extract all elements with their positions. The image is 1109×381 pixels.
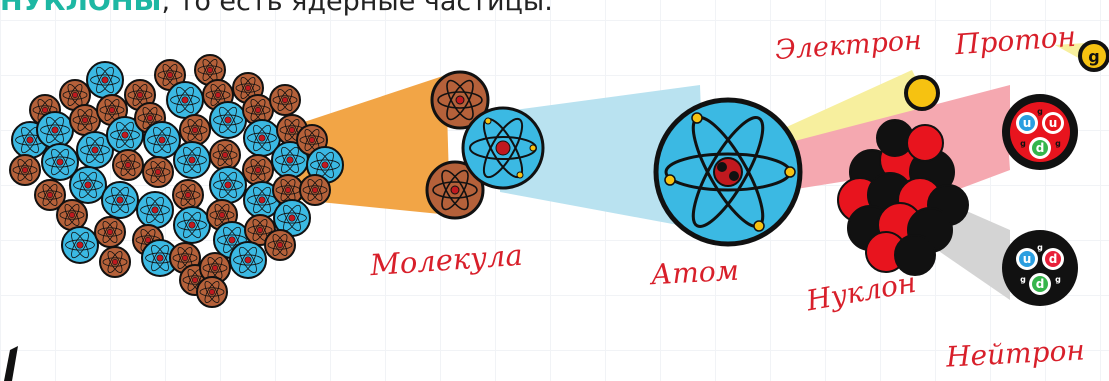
- proton-gluon-3: g: [1055, 139, 1061, 148]
- label-atom: Атом: [650, 254, 739, 292]
- neutron-gluon-3: g: [1055, 275, 1061, 284]
- neutron-gluon-2: g: [1020, 275, 1026, 284]
- proton-gluon-1: g: [1037, 107, 1043, 116]
- electron: [906, 77, 938, 109]
- feather-icon: [4, 346, 18, 381]
- neutron: u d d g g g: [1002, 230, 1078, 306]
- proton-quark-d: d: [1036, 141, 1045, 155]
- proton: u u d g g g: [1002, 94, 1078, 170]
- neutron-quark-u: u: [1023, 252, 1032, 266]
- molecule-cluster: [10, 55, 343, 307]
- proton-gluon-2: g: [1020, 139, 1026, 148]
- proton-quark-u1: u: [1023, 116, 1032, 130]
- atom: [656, 100, 800, 244]
- gluon: g: [1080, 42, 1108, 70]
- proton-quark-u2: u: [1049, 116, 1058, 130]
- neutron-quark-d1: d: [1049, 252, 1058, 266]
- neutron-quark-d2: d: [1036, 277, 1045, 291]
- neutron-gluon-1: g: [1037, 243, 1043, 252]
- gluon-label: g: [1088, 47, 1099, 66]
